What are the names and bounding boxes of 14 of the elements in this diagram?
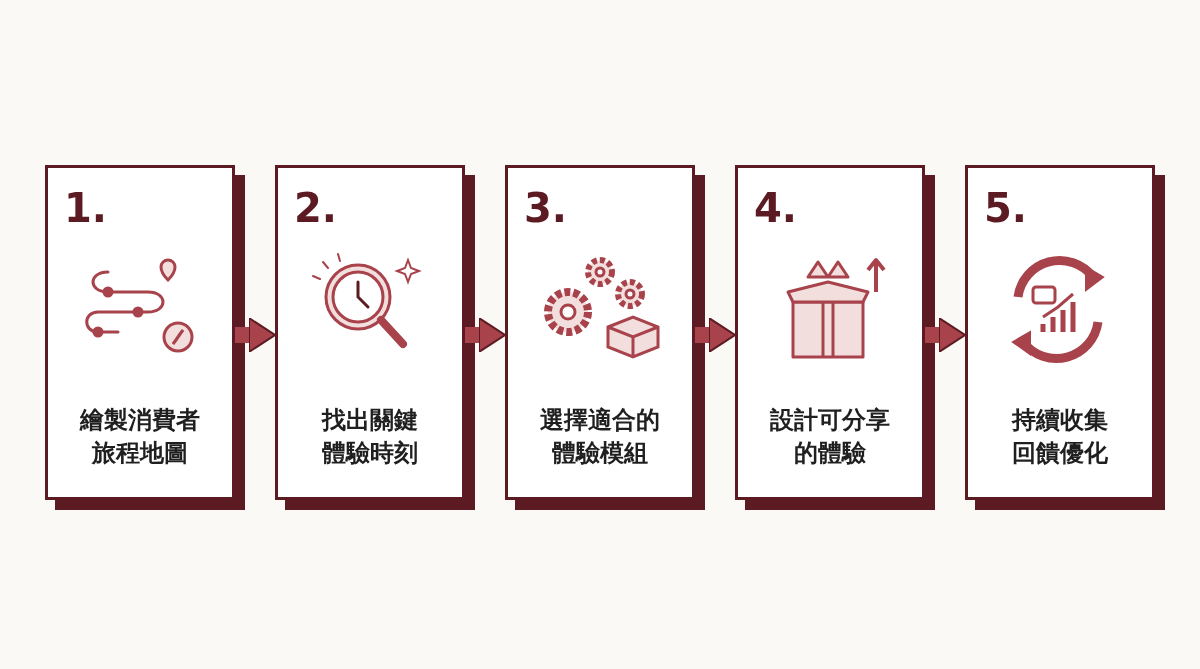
arrow (235, 317, 276, 353)
arrow (465, 317, 506, 353)
step-number: 2. (294, 188, 338, 228)
step-title: 選擇適合的體驗模組 (540, 405, 660, 469)
step-title: 設計可分享的體驗 (770, 405, 890, 469)
arrow (925, 317, 966, 353)
step-number: 4. (754, 188, 798, 228)
arrow (695, 317, 736, 353)
step-title: 繪製消費者旅程地圖 (80, 405, 200, 469)
step-title: 持續收集回饋優化 (1012, 405, 1108, 469)
step-number: 5. (984, 188, 1028, 228)
step-number: 1. (64, 188, 108, 228)
step-number: 3. (524, 188, 568, 228)
step-title: 找出關鍵體驗時刻 (322, 405, 418, 469)
